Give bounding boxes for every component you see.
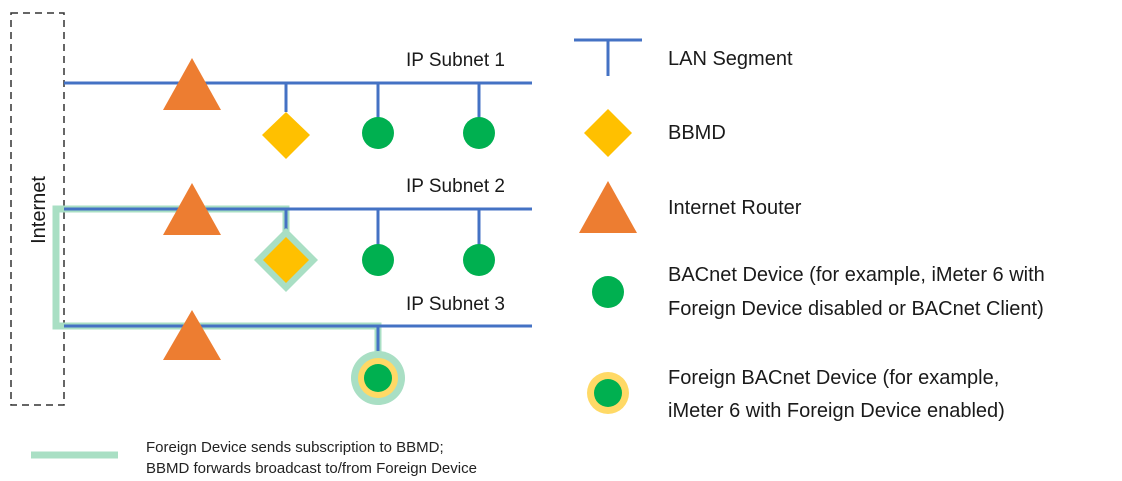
subnet-2: IP Subnet 2 xyxy=(64,176,532,292)
subnet-label: IP Subnet 2 xyxy=(406,176,505,197)
subnet-1: IP Subnet 1 xyxy=(64,50,532,159)
legend: LAN Segment BBMD Internet Router BACnet … xyxy=(574,38,1045,422)
router-icon xyxy=(163,58,221,110)
legend-foreign-device-line1: Foreign BACnet Device (for example, xyxy=(668,367,999,389)
bbmd-icon xyxy=(262,112,310,159)
internet-box xyxy=(10,12,65,406)
router-icon xyxy=(163,183,221,235)
internet-label: Internet xyxy=(28,176,50,244)
subnet-label: IP Subnet 3 xyxy=(406,294,505,315)
legend-foreign-device-line2: iMeter 6 with Foreign Device enabled) xyxy=(668,400,1005,422)
path-note: Foreign Device sends subscription to BBM… xyxy=(31,439,477,477)
foreign-device-icon xyxy=(364,364,392,392)
legend-lan-segment: LAN Segment xyxy=(668,48,793,70)
path-note-line1: Foreign Device sends subscription to BBM… xyxy=(146,439,444,456)
diamond-bbmd-icon xyxy=(584,109,632,157)
circle-device-icon xyxy=(592,276,624,308)
router-icon xyxy=(163,310,221,360)
triangle-router-icon xyxy=(579,181,637,233)
device-icon xyxy=(463,117,495,149)
bbmd-icon xyxy=(263,237,309,283)
legend-bacnet-device-line1: BACnet Device (for example, iMeter 6 wit… xyxy=(668,264,1045,286)
legend-internet-router: Internet Router xyxy=(668,197,802,219)
legend-bacnet-device-line2: Foreign Device disabled or BACnet Client… xyxy=(668,298,1044,320)
device-icon xyxy=(362,244,394,276)
subnet-3: IP Subnet 3 xyxy=(64,294,532,405)
ringed-circle-foreign-device-icon xyxy=(594,379,622,407)
path-note-line2: BBMD forwards broadcast to/from Foreign … xyxy=(146,460,477,477)
legend-bbmd: BBMD xyxy=(668,122,726,144)
device-icon xyxy=(463,244,495,276)
subnet-label: IP Subnet 1 xyxy=(406,50,505,71)
device-icon xyxy=(362,117,394,149)
